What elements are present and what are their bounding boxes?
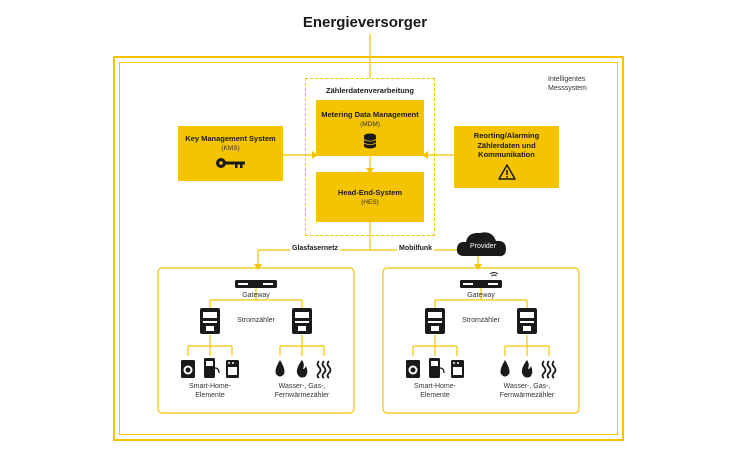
ims-inner-frame	[119, 62, 618, 435]
arrow-hes	[366, 168, 374, 174]
smart-home-label: Smart-Home- Elemente	[395, 382, 475, 400]
water-drop-icon	[500, 360, 510, 377]
ims-outer-frame	[113, 56, 624, 441]
heat-icon	[541, 360, 557, 379]
arrow-right-panel	[474, 264, 482, 270]
oven-icon	[226, 360, 239, 378]
panel-left-graphics	[181, 280, 332, 379]
ims-label: Intelligentes Messsystem	[548, 75, 587, 93]
washing-machine-icon	[181, 360, 195, 378]
smart-home-label-line2: Elemente	[195, 392, 225, 399]
zaehlerdaten-label: Zählerdatenverarbeitung	[326, 86, 414, 95]
oven-icon	[451, 360, 464, 378]
hes-box: Head-End-System (HES)	[316, 172, 424, 222]
panel-right-graphics	[406, 272, 557, 379]
gateway-icon	[460, 280, 502, 288]
hes-sub: (HES)	[361, 198, 379, 206]
stromzaehler-icon-left	[200, 308, 220, 334]
ims-label-line1: Intelligentes	[548, 76, 586, 83]
reporting-box: Reorting/Alarming Zählerdaten und Kommun…	[454, 126, 559, 188]
ims-label-line2: Messsystem	[548, 85, 587, 92]
arrow-kms	[312, 151, 318, 159]
washing-machine-icon	[406, 360, 420, 378]
panel-left-content: Gateway Stromzähler Smart-Home- Elemente…	[158, 268, 354, 413]
stromzaehler-label: Stromzähler	[237, 317, 275, 324]
provider-cloud-icon	[456, 232, 506, 257]
kms-box: Key Management System (KMS)	[178, 126, 283, 181]
hes-title: Head-End-System	[337, 188, 403, 197]
reporting-line2: Zählerdaten und	[477, 140, 536, 150]
gateway-label: Gateway	[242, 292, 270, 299]
mdm-title: Metering Data Management	[321, 110, 419, 119]
wasser-label-line1: Wasser-, Gas-,	[503, 383, 551, 390]
panel-right	[382, 267, 580, 414]
wasser-label: Wasser-, Gas-, Fernwärmezähler	[262, 382, 342, 400]
link-mobilfunk: Mobilfunk	[397, 245, 435, 252]
water-drop-icon	[275, 360, 285, 377]
page-title: Energieversorger	[302, 14, 428, 31]
arrow-left-panel	[254, 264, 262, 270]
panel-left	[157, 267, 355, 414]
kms-title: Key Management System	[185, 134, 276, 143]
wifi-icon	[489, 272, 499, 277]
wasser-label-line1: Wasser-, Gas-,	[278, 383, 326, 390]
arrow-reporting	[422, 151, 428, 159]
gateway-icon	[235, 280, 277, 288]
kms-sub: (KMS)	[221, 144, 240, 152]
link-glasfasernetz: Glasfasernetz	[290, 245, 340, 252]
panel-right-content: Gateway Stromzähler Smart-Home- Elemente…	[383, 268, 579, 413]
provider-label: Provider	[469, 243, 497, 250]
ev-charger-icon	[429, 358, 445, 378]
reporting-line1: Reorting/Alarming	[473, 131, 540, 140]
stromzaehler-icon-right	[517, 308, 537, 334]
ev-charger-icon	[204, 358, 220, 378]
smart-home-label-line1: Smart-Home-	[188, 383, 231, 390]
database-icon	[363, 133, 377, 148]
stromzaehler-icon-left	[425, 308, 445, 334]
gas-flame-icon	[521, 360, 533, 378]
heat-icon	[316, 360, 332, 379]
smart-home-label-line2: Elemente	[420, 392, 450, 399]
smart-home-label-line1: Smart-Home-	[413, 383, 456, 390]
wasser-label-line2: Fernwärmezähler	[274, 392, 330, 399]
stromzaehler-icon-right	[292, 308, 312, 334]
reporting-line3: Kommunikation	[478, 150, 535, 159]
wasser-label: Wasser-, Gas-, Fernwärmezähler	[487, 382, 567, 400]
mdm-sub: (MDM)	[360, 120, 380, 128]
smart-home-label: Smart-Home- Elemente	[170, 382, 250, 400]
wasser-label-line2: Fernwärmezähler	[499, 392, 555, 399]
warning-icon	[497, 163, 516, 180]
gas-flame-icon	[296, 360, 308, 378]
gateway-label: Gateway	[467, 292, 495, 299]
mdm-box: Metering Data Management (MDM)	[316, 100, 424, 156]
key-icon	[215, 157, 245, 168]
stromzaehler-label: Stromzähler	[462, 317, 500, 324]
